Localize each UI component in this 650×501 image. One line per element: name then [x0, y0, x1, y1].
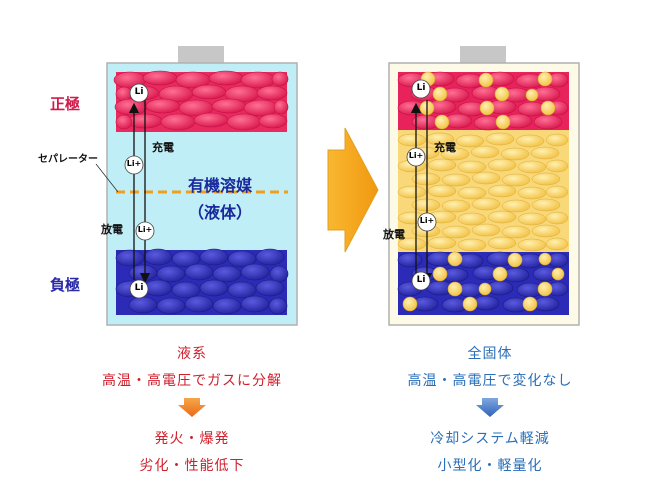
left-ion-top: Li	[134, 87, 144, 97]
left-caption-type: 液系	[177, 346, 207, 362]
right-caption-condition: 高温・高電圧で変化なし	[407, 373, 573, 389]
left-ion-bottom-circle	[129, 279, 149, 299]
left-caption-condition: 高温・高電圧でガスに分解	[102, 373, 282, 389]
right-discharge-label: 放電	[383, 228, 405, 241]
electrolyte-label-line2: （液体）	[187, 203, 252, 222]
negative-electrode-label: 負極	[50, 276, 81, 294]
separator-leader-line	[95, 163, 119, 193]
left-ion-mid1: Li+	[126, 159, 142, 168]
left-battery	[95, 46, 298, 326]
right-charge-label: 充電	[434, 141, 456, 154]
right-cathode	[397, 71, 569, 131]
right-caption-result2: 小型化・軽量化	[437, 458, 543, 474]
right-ion-mid1: Li+	[408, 151, 424, 160]
right-ion-bottom: Li	[416, 275, 426, 285]
right-ion-top: Li	[416, 83, 426, 93]
right-caption-result1: 冷却システム軽減	[430, 431, 550, 447]
separator-label: セパレーター	[38, 154, 98, 165]
left-down-arrow	[178, 398, 206, 417]
transition-arrow	[327, 127, 379, 253]
right-battery	[388, 46, 580, 326]
left-ion-top-circle	[129, 83, 149, 103]
left-caption-result2: 劣化・性能低下	[139, 458, 245, 474]
left-caption-result1: 発火・爆発	[154, 431, 230, 447]
right-solid-particles	[397, 132, 569, 252]
right-battery-terminal	[460, 46, 506, 63]
left-ion-mid2: Li+	[137, 225, 153, 234]
left-battery-terminal	[178, 46, 224, 63]
left-charge-label: 充電	[152, 141, 174, 154]
right-caption-type: 全固体	[467, 346, 513, 362]
right-ion-mid2: Li+	[419, 216, 435, 225]
right-down-arrow	[476, 398, 504, 417]
left-anode	[115, 248, 289, 315]
positive-electrode-label: 正極	[50, 95, 81, 113]
left-discharge-label: 放電	[101, 223, 123, 236]
left-ion-bottom: Li	[134, 283, 144, 293]
electrolyte-label-line1: 有機溶媒	[187, 176, 252, 195]
